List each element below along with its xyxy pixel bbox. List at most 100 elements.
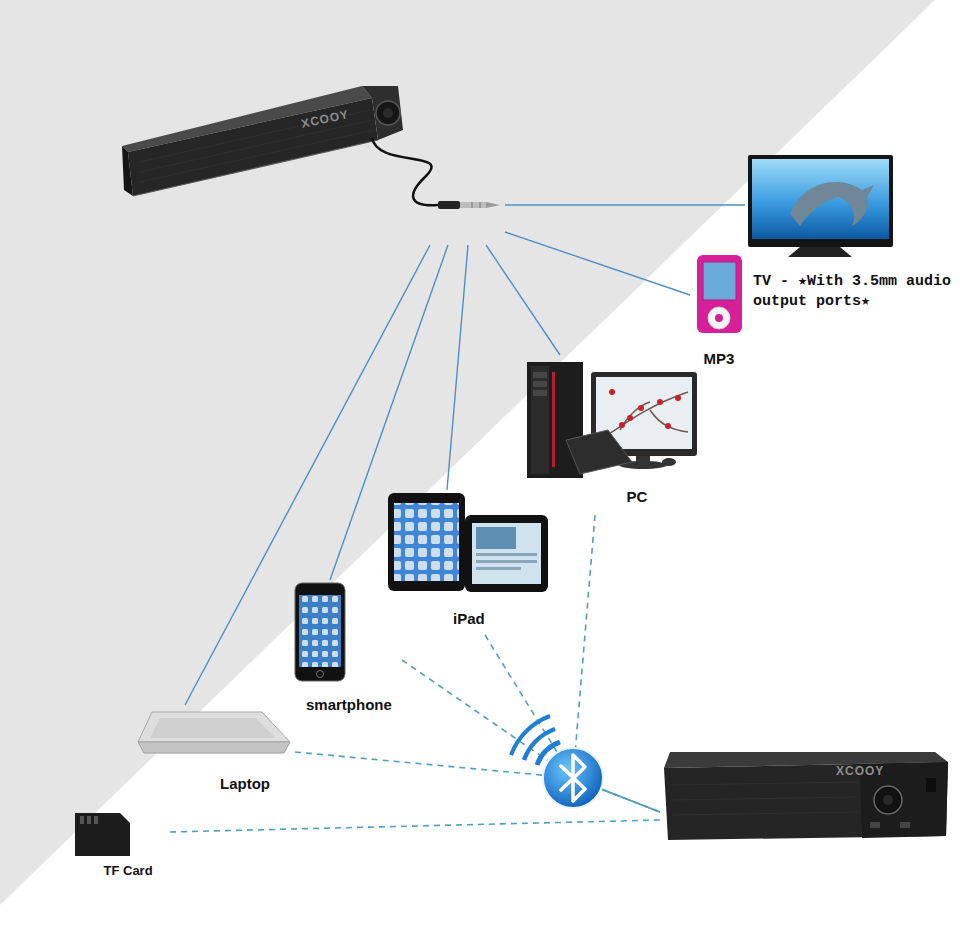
pc-illustration-part <box>627 415 633 421</box>
pc-illustration-part <box>657 399 663 405</box>
pc-illustration-part <box>600 392 688 440</box>
soundbar-illustration-part <box>128 98 378 196</box>
pc-illustration-part <box>533 381 547 387</box>
tf-card-illustration-part <box>94 816 98 824</box>
soundbar-illustration-part <box>486 202 500 208</box>
device-label: TF Card <box>104 863 153 879</box>
bluetooth-icon <box>511 716 603 808</box>
soundbar-illustration-part <box>883 795 893 805</box>
soundbar-illustration-part <box>672 812 858 815</box>
laptop-illustration-part <box>138 712 290 742</box>
soundbar-illustration-part <box>480 202 481 208</box>
soundbar-illustration-part <box>874 786 902 814</box>
soundbar-illustration-part <box>472 202 473 208</box>
tv-illustration-part <box>752 159 889 239</box>
mp3-player-illustration-part <box>697 255 742 333</box>
smartphone-illustration-part <box>295 583 345 681</box>
pc-illustration-part <box>533 390 547 396</box>
pc-illustration <box>527 362 697 478</box>
soundbar-illustration <box>122 86 500 209</box>
audio-cable-link <box>447 245 468 490</box>
pc-illustration-part <box>662 458 676 466</box>
pc-illustration-part <box>675 395 681 401</box>
tablet-illustration-part <box>476 567 521 570</box>
laptop-illustration <box>138 712 290 753</box>
soundbar-illustration-part <box>900 822 910 828</box>
tf-card-illustration-part <box>75 813 130 856</box>
tv-illustration-part <box>790 182 874 226</box>
audio-cable-link <box>185 245 430 705</box>
smartphone-device: smartphone <box>292 580 402 718</box>
tf-card-illustration-part <box>87 816 91 824</box>
soundbar-illustration-part <box>460 202 486 208</box>
soundbar-illustration-part <box>122 146 133 196</box>
soundbar: XCOOY <box>660 748 955 853</box>
smartphone-illustration-part <box>299 595 341 667</box>
device-label: Laptop <box>220 775 270 793</box>
tablet-illustration-part <box>465 515 548 592</box>
audio-cable-link <box>505 232 690 295</box>
pc-illustration-part <box>609 389 615 395</box>
pc-illustration-part <box>638 405 644 411</box>
pc-illustration-part <box>531 366 549 474</box>
bluetooth-link <box>170 820 660 832</box>
mp3-device: MP3 <box>690 252 748 372</box>
soundbar-illustration-part <box>672 797 858 800</box>
mp3-player-illustration-part <box>708 307 730 329</box>
tf-card: TF Card <box>70 810 170 883</box>
soundbar-illustration-part <box>140 120 372 172</box>
smartphone-illustration-part <box>299 595 341 667</box>
bluetooth-link <box>402 660 660 812</box>
laptop-illustration-part <box>138 742 290 753</box>
tablet-illustration-part <box>388 493 465 591</box>
soundbar-illustration-part <box>362 86 403 140</box>
tv-illustration <box>748 155 893 257</box>
tablet-device: iPad <box>385 490 550 635</box>
soundbar-illustration-part <box>376 101 400 125</box>
mp3-player-illustration-part <box>703 262 736 300</box>
brand-watermark: XCOOY <box>300 107 350 131</box>
smartphone-illustration <box>295 583 345 681</box>
soundbar-illustration-part <box>140 130 374 182</box>
device-label: PC <box>627 488 648 506</box>
soundbar-illustration-part <box>383 108 393 118</box>
soundbar-illustration-part <box>133 140 378 196</box>
tf-card-illustration <box>75 813 130 856</box>
pc-illustration-part <box>619 422 625 428</box>
pc-illustration-part <box>533 372 547 378</box>
soundbar-illustration <box>664 752 948 840</box>
pc-illustration-part <box>665 423 671 429</box>
mp3-player-illustration-part <box>715 314 723 322</box>
device-label: smartphone <box>306 696 392 714</box>
audio-cable-link <box>505 204 745 205</box>
soundbar-illustration-part <box>664 762 948 840</box>
device-label: MP3 <box>704 350 735 368</box>
bluetooth-icon-part <box>511 716 550 755</box>
tablet-illustration-part <box>476 527 516 549</box>
soundbar-illustration-part <box>672 782 858 785</box>
soundbar: XCOOY <box>120 85 505 245</box>
audio-cable-link <box>486 245 560 355</box>
bluetooth-link <box>485 635 660 812</box>
soundbar-illustration-part <box>438 201 460 209</box>
pc-device: PC <box>525 355 700 515</box>
soundbar-illustration-part <box>372 138 438 205</box>
laptop-device: Laptop <box>135 705 295 797</box>
tablet-illustration-part <box>472 523 541 584</box>
tablet-illustration <box>388 493 548 592</box>
bluetooth-icon-part <box>561 755 585 801</box>
tablet-illustration-part <box>476 560 537 563</box>
brand-watermark: XCOOY <box>836 764 884 778</box>
bluetooth-icon-part <box>524 729 555 760</box>
pc-illustration-part <box>566 430 632 474</box>
soundbar-illustration-part <box>926 778 936 792</box>
device-label: iPad <box>453 610 485 628</box>
mp3-player-illustration <box>697 255 742 333</box>
pc-illustration-part <box>552 372 555 467</box>
smartphone-illustration-part <box>317 671 324 678</box>
tablet-illustration-part <box>476 553 537 556</box>
tablet-illustration-part <box>394 503 459 581</box>
